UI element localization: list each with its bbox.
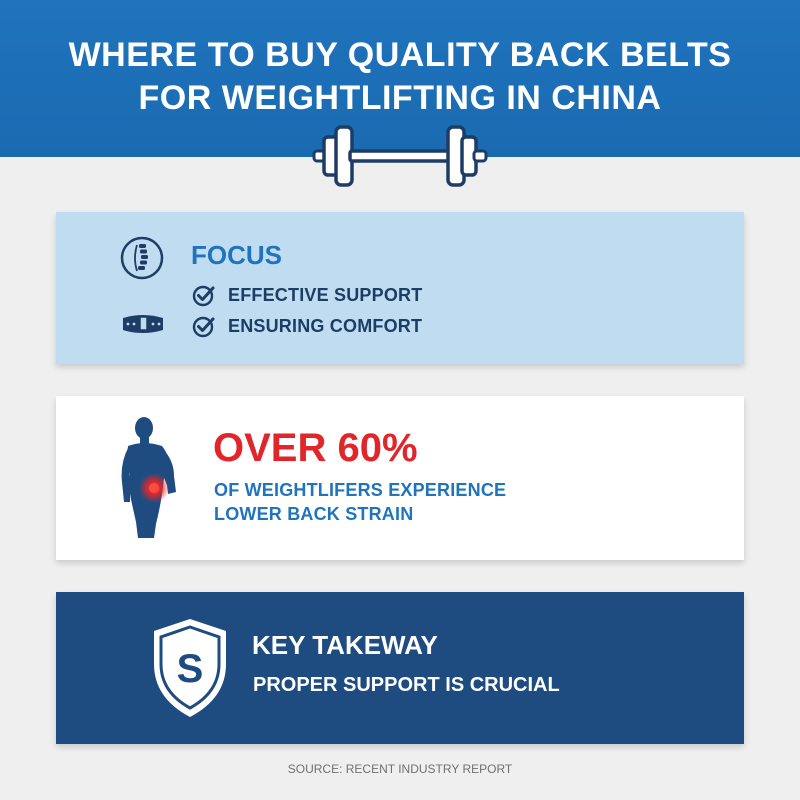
back-pain-figure-icon bbox=[121, 417, 176, 538]
check-icon bbox=[192, 316, 215, 338]
focus-title: FOCUS bbox=[191, 240, 282, 270]
header-banner: WHERE TO BUY QUALITY BACK BELTS FOR WEIG… bbox=[0, 0, 800, 157]
belt-icon bbox=[123, 315, 163, 333]
focus-item-ensuring-comfort: ENSURING COMFORT bbox=[192, 313, 422, 339]
statistic-line-1: OF WEIGHTLIFERS EXPERIENCE bbox=[214, 480, 507, 500]
source-note: SOURCE: RECENT INDUSTRY REPORT bbox=[287, 762, 513, 776]
check-icon bbox=[192, 285, 215, 307]
shield-letter: S bbox=[177, 647, 204, 691]
title-line-2: FOR WEIGHTLIFTING IN CHINA bbox=[138, 79, 662, 117]
takeaway-text: PROPER SUPPORT IS CRUCIAL bbox=[253, 674, 560, 696]
takeaway-title: KEY TAKEWAY bbox=[252, 630, 438, 660]
barbell-icon bbox=[312, 125, 488, 187]
shield-icon: S bbox=[154, 619, 226, 717]
statistic-line-2: LOWER BACK STRAIN bbox=[214, 504, 414, 524]
page-title: WHERE TO BUY QUALITY BACK BELTS FOR WEIG… bbox=[0, 34, 800, 120]
focus-item-effective-support: EFFECTIVE SUPPORT bbox=[192, 282, 422, 308]
spine-icon bbox=[120, 236, 164, 280]
focus-card: FOCUS EFFECTIVE SUPPORT ENSURING COMFORT bbox=[56, 212, 744, 364]
focus-item-label: EFFECTIVE SUPPORT bbox=[228, 284, 423, 305]
statistic-value: OVER 60% bbox=[213, 426, 418, 470]
title-line-1: WHERE TO BUY QUALITY BACK BELTS bbox=[68, 36, 732, 74]
statistic-description: OF WEIGHTLIFERS EXPERIENCE LOWER BACK ST… bbox=[214, 478, 506, 526]
statistic-card: OVER 60% OF WEIGHTLIFERS EXPERIENCE LOWE… bbox=[56, 396, 744, 560]
key-takeaway-card: S KEY TAKEWAY PROPER SUPPORT IS CRUCIAL bbox=[56, 592, 744, 744]
focus-item-label: ENSURING COMFORT bbox=[228, 315, 423, 336]
